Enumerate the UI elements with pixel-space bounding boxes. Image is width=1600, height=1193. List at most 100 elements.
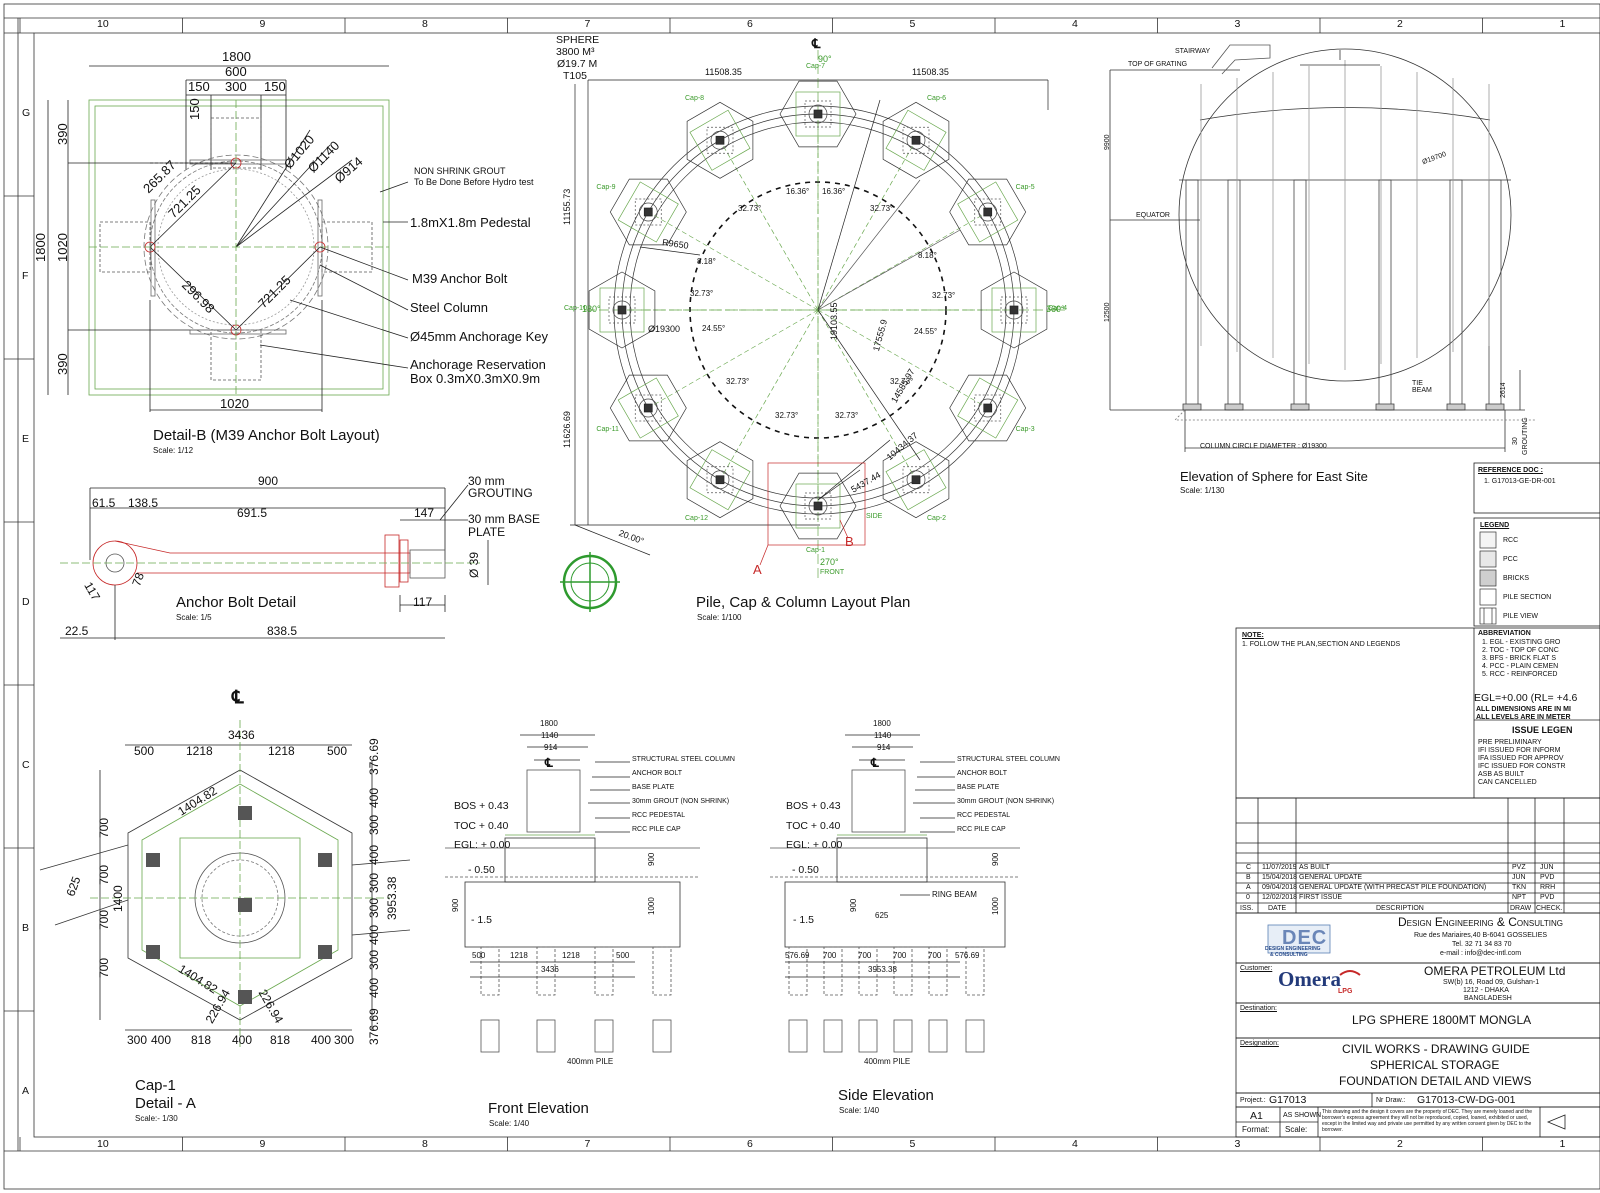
- designation-label: Designation:: [1240, 1040, 1279, 1047]
- title-block-frame: [1235, 462, 1600, 1138]
- column: [808, 496, 828, 516]
- sphere-info: SPHERE: [556, 34, 600, 46]
- grid-column-label: 3: [1234, 18, 1241, 30]
- dim-label: 22.5: [65, 624, 89, 638]
- omera-logo: Omera: [1278, 967, 1341, 991]
- column-base: [1000, 296, 1028, 324]
- pile: [536, 1019, 556, 1053]
- level-label: EGL: + 0.00: [454, 839, 511, 851]
- layout-plan-scale: Scale: 1/100: [697, 613, 742, 622]
- detail-b-note: Anchorage Reservation: [410, 357, 546, 372]
- dim-label: 400: [151, 1033, 172, 1047]
- dim-label: 11508.35: [705, 67, 742, 77]
- reference-item: 1. G17013-GE-DR-001: [1484, 478, 1556, 485]
- abbrev-item: 1. EGL - EXISTING GRO: [1482, 639, 1561, 646]
- dim-label: 500: [327, 744, 348, 758]
- dim-label: 3436: [228, 728, 255, 742]
- pile: [643, 207, 653, 217]
- dim-label: 900: [258, 474, 279, 488]
- front-elev-note: RCC PEDESTAL: [632, 812, 686, 819]
- rev-head-desc: DESCRIPTION: [1376, 905, 1424, 912]
- layout-plan-drawing: [560, 50, 1065, 612]
- customer-addr: SW(b) 16, Road 09, Gulshan-1: [1443, 979, 1540, 986]
- dim-label: 1218: [186, 744, 213, 758]
- grid-column-label: 8: [422, 18, 428, 30]
- front-elevation-drawing: [445, 734, 700, 1053]
- anchor-note: PLATE: [468, 525, 506, 539]
- column-base: [902, 126, 930, 154]
- elev-label: TOP OF GRATING: [1128, 61, 1188, 68]
- side-elev-note: 30mm GROUT (NON SHRINK): [957, 798, 1055, 805]
- pile: [893, 1019, 913, 1053]
- company-addr: Rue des Mariaires,40 B-6041 GOSSELIES: [1414, 932, 1548, 939]
- plan-angle-label: 32.73°: [890, 377, 914, 386]
- rev-draw: JUN: [1512, 874, 1526, 881]
- elev-label: TIE: [1412, 380, 1423, 387]
- issue-legend-item: ASB AS BUILT: [1478, 771, 1525, 778]
- customer-name: OMERA PETROLEUM Ltd: [1424, 964, 1566, 978]
- side-elevation-drawing: [770, 734, 1020, 1053]
- grid-column-label: 10: [97, 18, 109, 30]
- dim-label: 818: [191, 1033, 212, 1047]
- section-mark-b: B: [845, 534, 854, 549]
- column: [978, 202, 998, 222]
- disclaimer-line: except in the limited way and private us…: [1322, 1121, 1532, 1127]
- dim-label: 500: [616, 951, 630, 960]
- dim-label: 1800: [222, 49, 251, 64]
- dim-label: 1000: [647, 897, 656, 915]
- elev-label: 2614: [1500, 382, 1507, 398]
- customer-addr: 1212 - DHAKA: [1463, 987, 1509, 994]
- front-centerline: ℄: [545, 756, 553, 770]
- rev-head-draw: DRAW: [1510, 905, 1532, 912]
- column: [978, 398, 998, 418]
- elev-label: 30: [1512, 437, 1519, 445]
- level-label: TOC + 0.40: [454, 820, 509, 832]
- anchor-bolt-drawing: [60, 484, 489, 640]
- anchor-note: 30 mm BASE: [468, 512, 541, 526]
- abbrev-item: 2. TOC - TOP OF CONC: [1482, 647, 1559, 654]
- destination-value: LPG SPHERE 1800MT MONGLA: [1352, 1013, 1532, 1027]
- section-mark-a: A: [753, 562, 762, 577]
- issue-legend-item: CAN CANCELLED: [1478, 779, 1537, 786]
- cap1-centerline: ℄: [232, 687, 244, 707]
- dim-label: 900: [849, 898, 858, 912]
- pile: [715, 135, 725, 145]
- pile: [813, 109, 823, 119]
- dim-label: 700: [97, 817, 111, 838]
- legend-item: BRICKS: [1503, 575, 1530, 582]
- pile-cap: [779, 80, 857, 148]
- destination-label: Destination:: [1240, 1005, 1277, 1012]
- company-email: e-mail : info@dec-intl.com: [1440, 950, 1522, 957]
- dim-label: 914: [544, 743, 558, 752]
- elev-label: COLUMN CIRCLE DIAMETER : Ø19300: [1200, 443, 1327, 450]
- note-item: 1. FOLLOW THE PLAN,SECTION AND LEGENDS: [1242, 641, 1401, 648]
- title-block-logos: [1267, 924, 1361, 976]
- designation-line: FOUNDATION DETAIL AND VIEWS: [1339, 1074, 1532, 1088]
- pile-cap: [949, 178, 1027, 246]
- plan-spoke: [817, 140, 917, 311]
- dim-label: 914: [877, 743, 891, 752]
- level-label: - 1.5: [471, 914, 493, 926]
- plan-angle-180: 180°: [582, 304, 601, 314]
- dim-label: 1218: [268, 744, 295, 758]
- dim-label: 300: [334, 1033, 355, 1047]
- legend-item: PILE VIEW: [1503, 613, 1539, 620]
- dim-label: 1020: [220, 396, 249, 411]
- rev-iss: B: [1246, 874, 1251, 881]
- sphere-elevation-drawing: [1109, 44, 1535, 452]
- pedestal: [957, 377, 1019, 439]
- level-label: - 0.50: [468, 864, 495, 876]
- front-elev-note: RCC PILE CAP: [632, 826, 681, 833]
- plan-angle-360: 360°: [1046, 304, 1065, 314]
- pile: [823, 946, 843, 996]
- grid-column-label: 5: [909, 1138, 916, 1150]
- column-base: [1224, 403, 1244, 411]
- plan-centerline: ℄: [812, 36, 821, 51]
- pile: [893, 946, 913, 996]
- sphere-column: [1449, 179, 1463, 411]
- dim-label: Ø19300: [648, 324, 681, 334]
- customer-addr: BANGLADESH: [1464, 995, 1512, 1002]
- dim-label: 900: [647, 852, 656, 866]
- pile: [1009, 305, 1019, 315]
- plan-spoke: [719, 309, 819, 480]
